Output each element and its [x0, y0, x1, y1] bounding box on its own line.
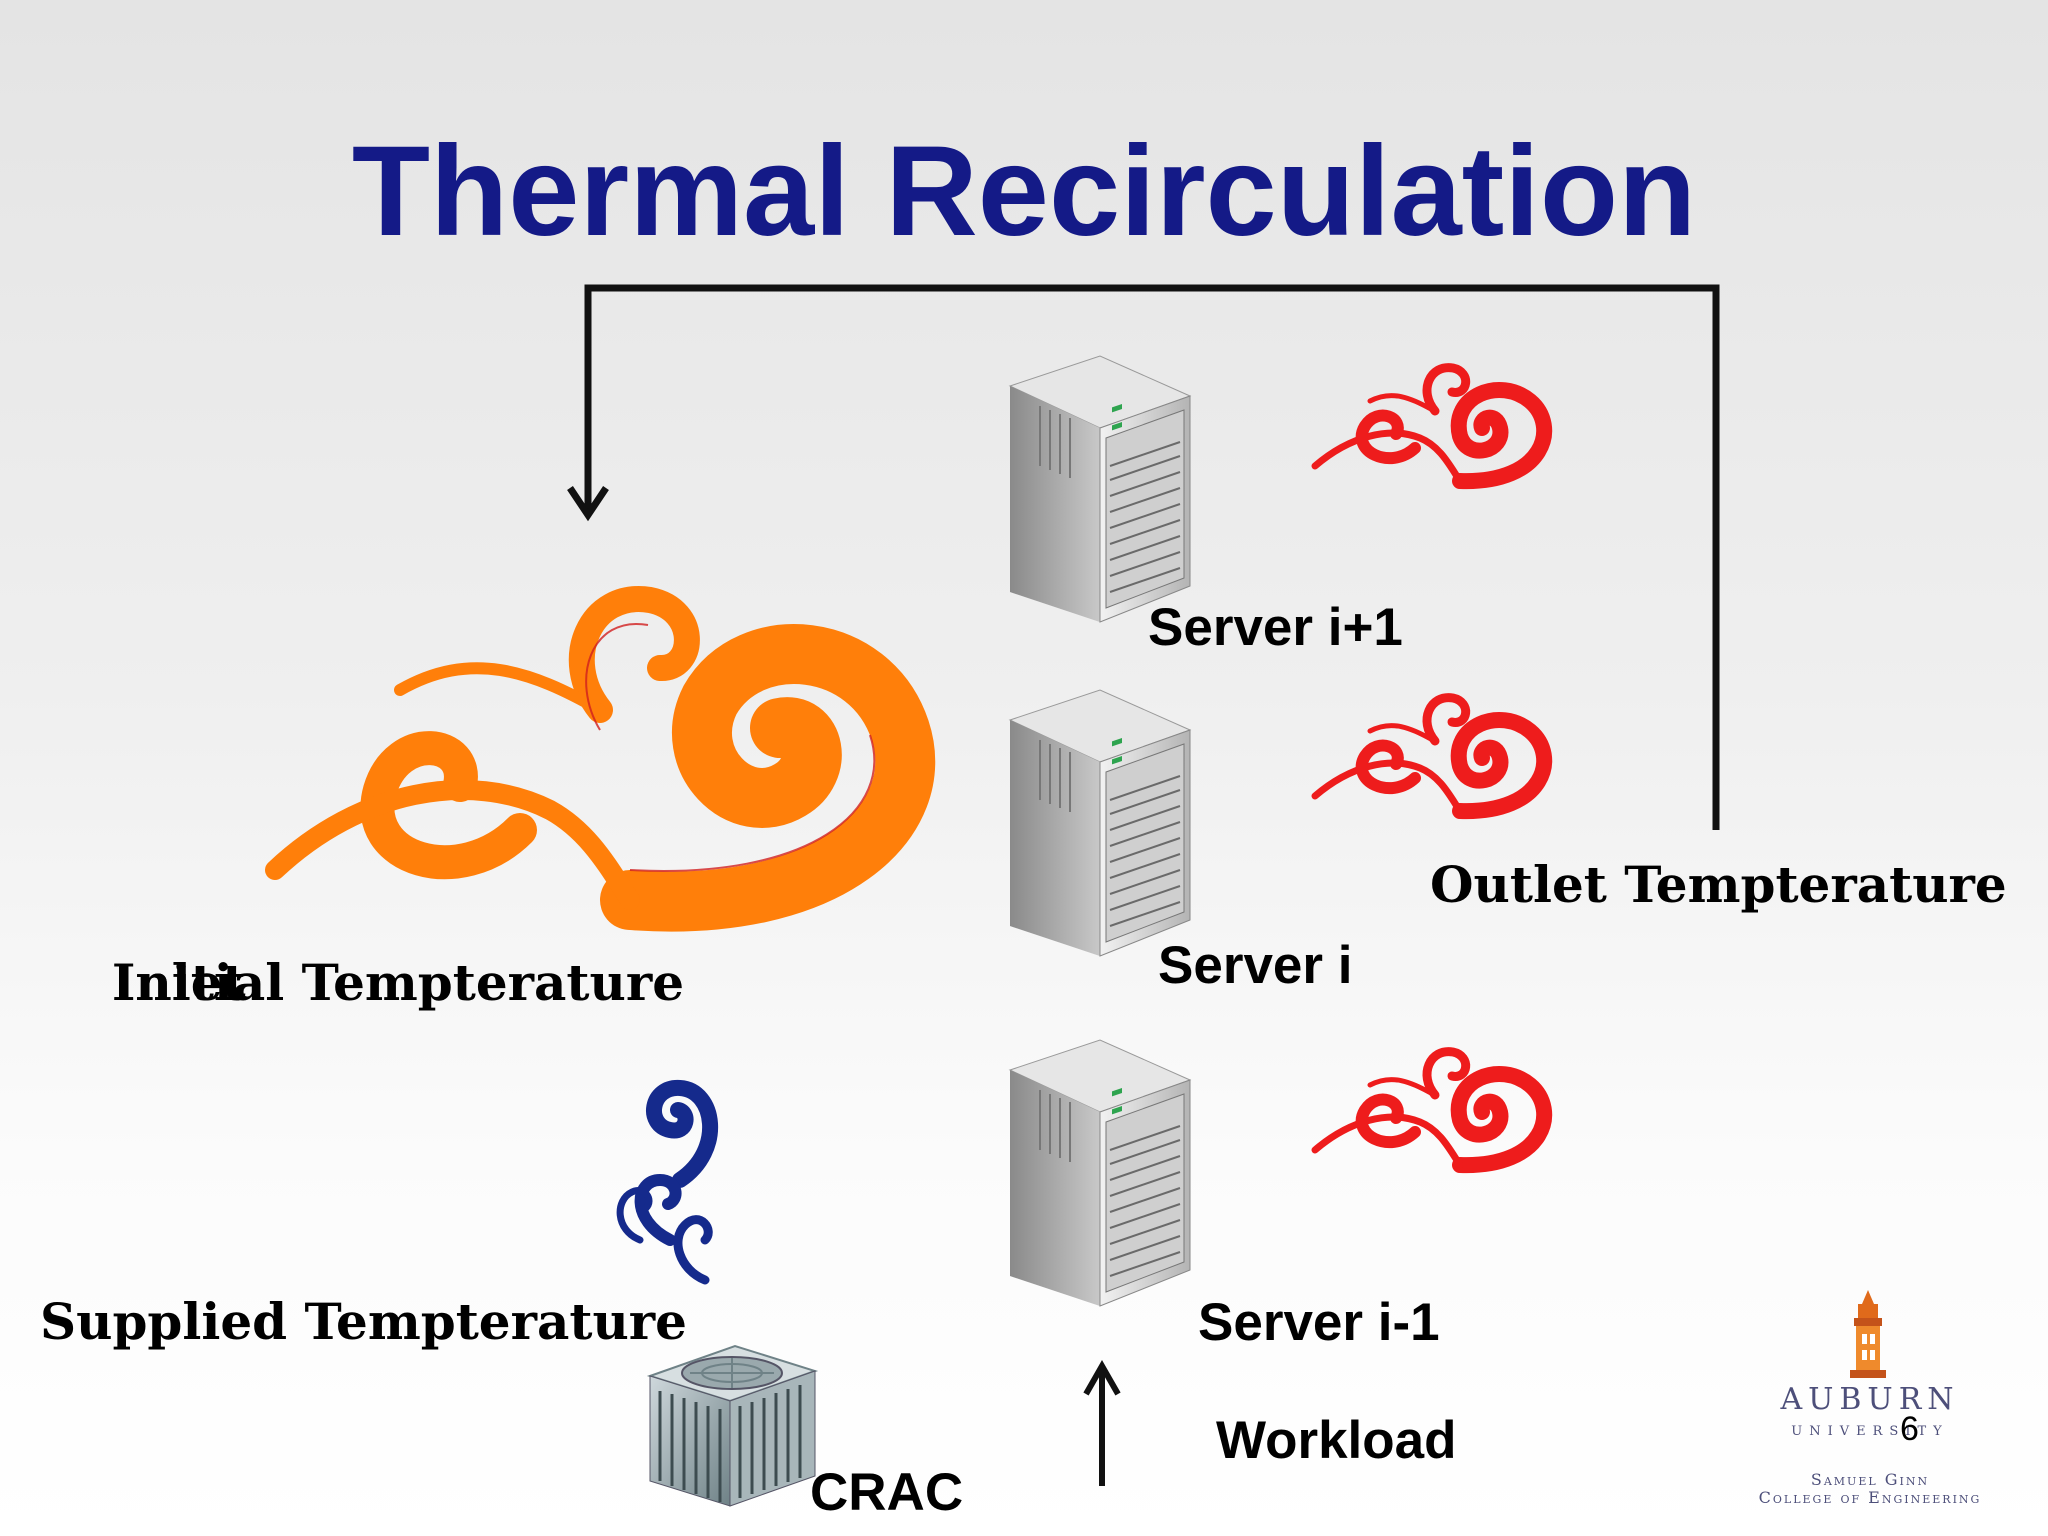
- initial-temperature-text: Initial Tempterature: [112, 953, 685, 1012]
- slide-number: 6: [1900, 1410, 1919, 1448]
- crac-unit-icon: [646, 1344, 819, 1507]
- crac-label: CRAC: [810, 1463, 964, 1522]
- logo-name: AUBURN: [1780, 1382, 1960, 1417]
- hot-air-swirl-icon: [1311, 1047, 1553, 1174]
- logo-college-2: College of Engineering: [1758, 1488, 1982, 1507]
- server-label-top: Server i+1: [1148, 598, 1403, 657]
- server-icon: [1008, 355, 1192, 623]
- server-icon: [1008, 689, 1192, 957]
- server-label-middle: Server i: [1158, 936, 1353, 995]
- recirculation-arrow: [567, 284, 1720, 830]
- supplied-temperature-label: Supplied Tempterature: [40, 1292, 687, 1351]
- workload-label: Workload: [1216, 1411, 1457, 1470]
- hot-air-swirl-icon: [1311, 693, 1553, 820]
- server-label-bottom: Server i-1: [1198, 1293, 1440, 1352]
- workload-arrow: [1083, 1359, 1121, 1486]
- logo-sub: UNIVERSITY: [1791, 1424, 1949, 1439]
- tower-icon: [1850, 1290, 1886, 1378]
- outlet-temperature-label: Outlet Tempterature: [1430, 855, 2007, 914]
- inlet-overlay-text: Inlet: [112, 953, 246, 1012]
- inlet-temperature-label: Initial Tempterature Inlet: [112, 953, 684, 1014]
- slide-title: Thermal Recirculation: [351, 120, 1697, 263]
- logo-college-1: Samuel Ginn: [1810, 1470, 1930, 1489]
- warm-air-swirl-icon: [265, 586, 936, 932]
- server-icon: [1008, 1039, 1192, 1307]
- hot-air-swirl-icon: [1311, 363, 1553, 490]
- cool-air-swirl-icon: [616, 1080, 719, 1285]
- auburn-logo: AUBURN UNIVERSITY Samuel Ginn College of…: [1730, 1290, 2010, 1510]
